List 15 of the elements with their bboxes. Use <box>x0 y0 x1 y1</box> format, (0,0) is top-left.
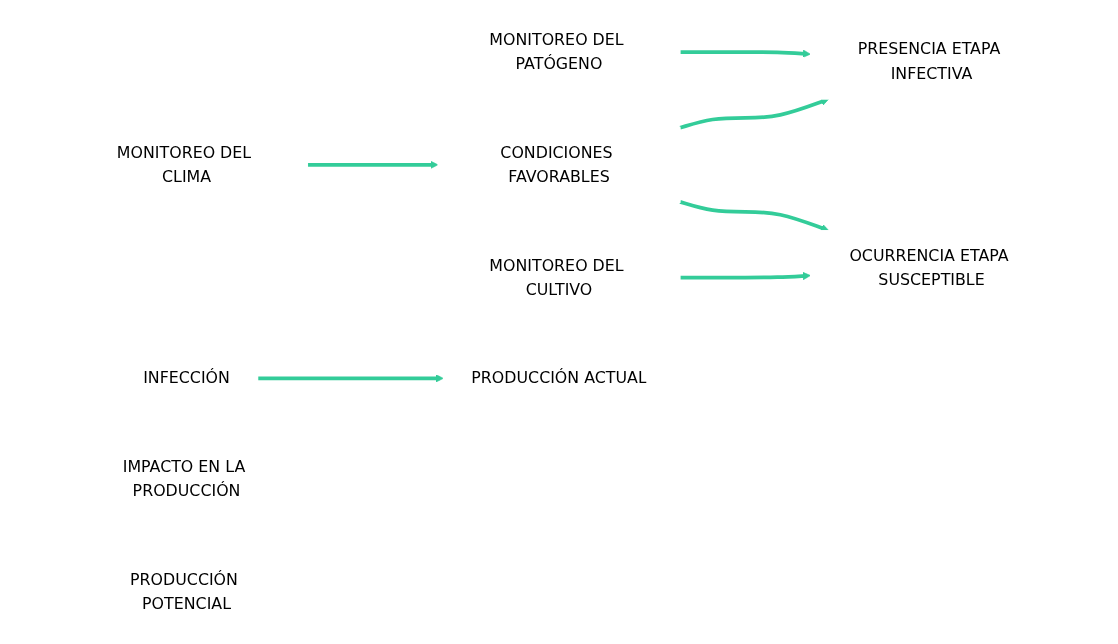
node-text: IMPACTO EN LA PRODUCCIÓN <box>122 457 246 500</box>
node-text: PRODUCCIÓN POTENCIAL <box>130 569 238 613</box>
node-text: OCURRENCIA ETAPA SUSCEPTIBLE <box>849 246 1009 289</box>
arrow <box>680 49 811 58</box>
node-text: MONITOREO DEL CLIMA <box>116 142 252 186</box>
node-text: PRODUCCIÓN ACTUAL <box>471 368 647 387</box>
arrow <box>680 271 811 281</box>
node-text: INFECCIÓN <box>143 368 230 387</box>
node-text: CONDICIONES FAVORABLES <box>500 142 613 186</box>
arrow <box>307 160 439 169</box>
node-text: MONITOREO DEL CULTIVO <box>489 255 624 299</box>
arrow <box>257 374 444 383</box>
node-text: MONITOREO DEL PATÓGENO <box>489 30 624 73</box>
arrow <box>679 200 829 232</box>
node-text: PRESENCIA ETAPA INFECTIVA <box>857 39 1001 82</box>
